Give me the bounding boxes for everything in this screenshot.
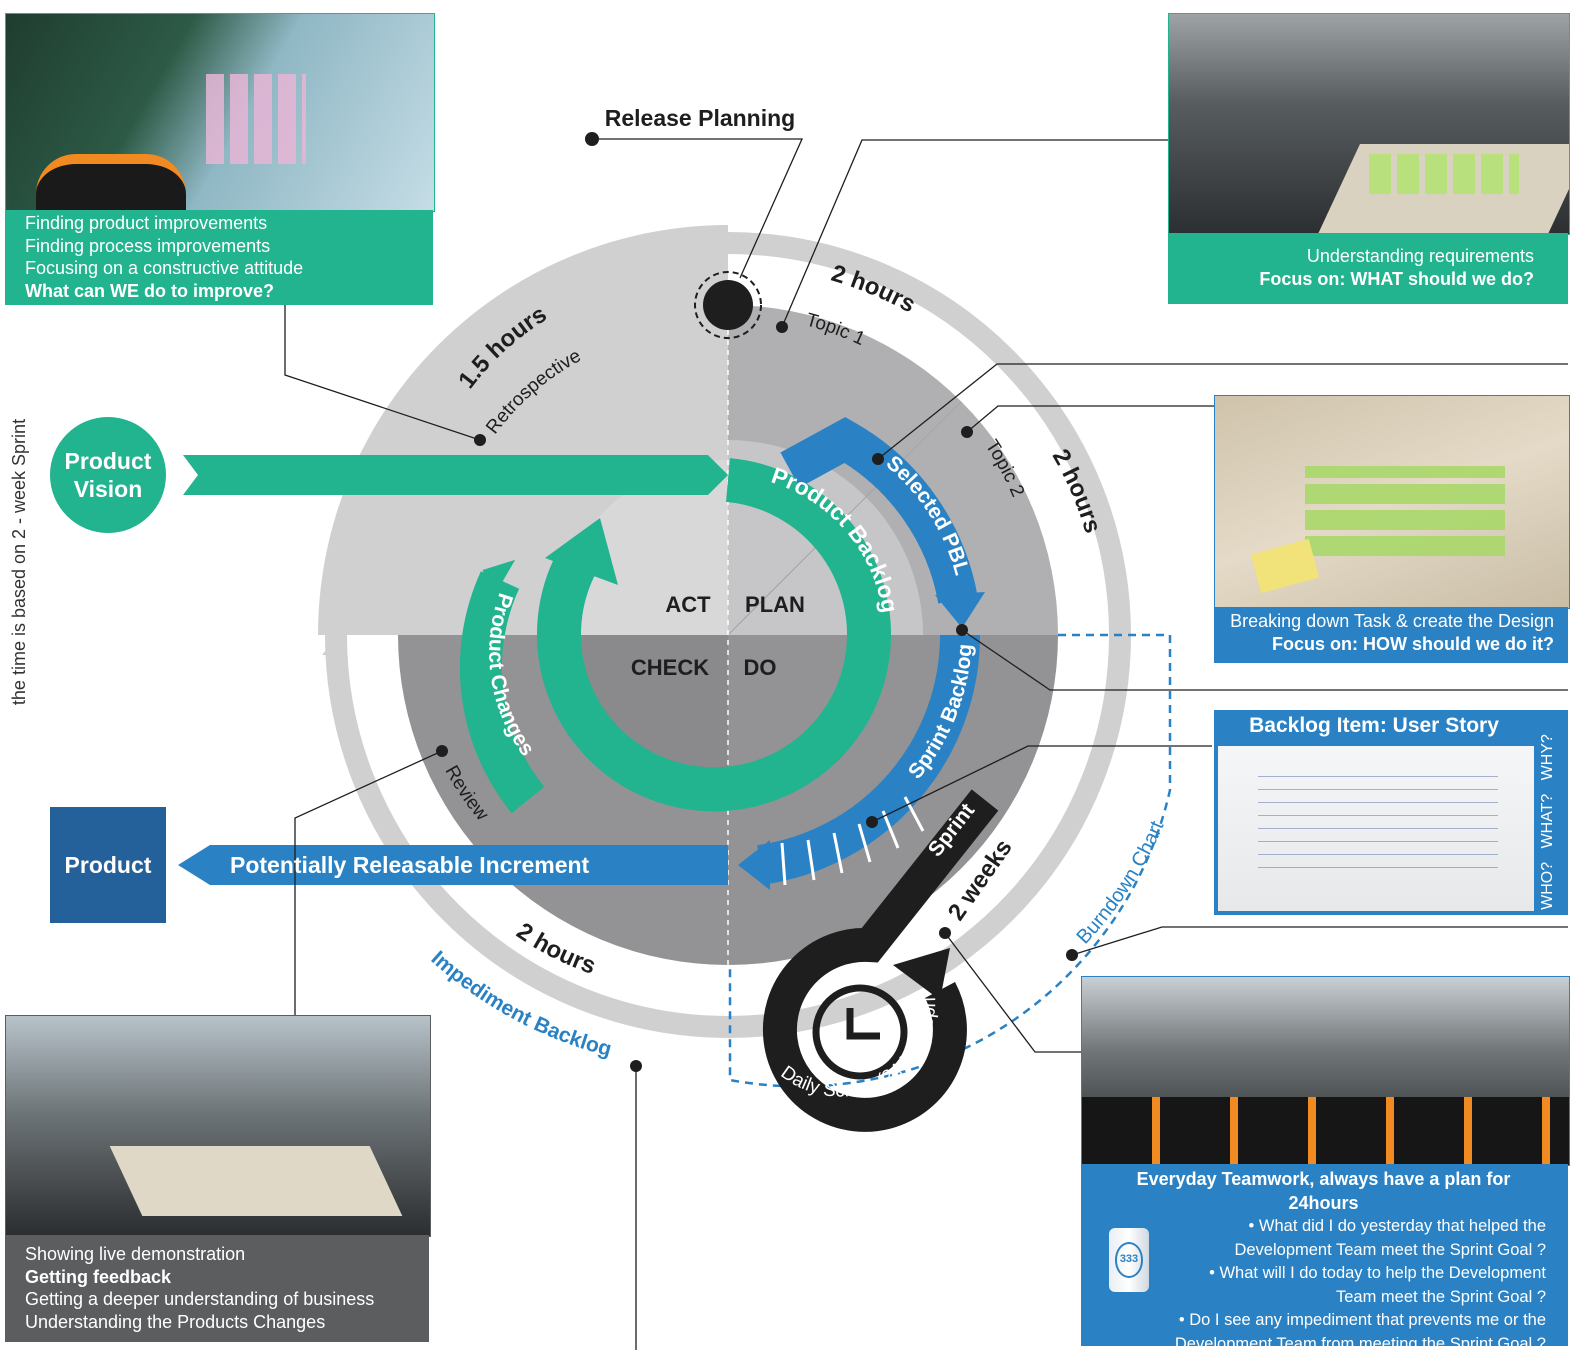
daily-q1b: Development Team meet the Sprint Goal ?	[1234, 1240, 1546, 1259]
sprint-loop-arrow-head	[893, 948, 950, 1000]
daily-q3a: • Do I see any impediment that prevents …	[1178, 1311, 1546, 1329]
daily-title: Everyday Teamwork, always have a plan fo…	[1136, 1169, 1511, 1213]
person-shirt	[36, 154, 186, 211]
team-shirts	[1082, 1097, 1569, 1165]
topic1-photo	[1168, 13, 1570, 235]
selected-pbl-arrow-head	[935, 592, 985, 628]
selected-pbl-arc	[780, 417, 978, 604]
sprint-backlog-arc	[757, 634, 981, 885]
product-box: Product	[50, 807, 166, 923]
meeting-table	[109, 1146, 403, 1216]
topic2-photo	[1214, 395, 1570, 609]
connector-dots	[436, 132, 1078, 1072]
yellow-card	[1250, 538, 1320, 594]
product-vision-arrow	[183, 455, 728, 495]
handwriting-lines	[1258, 764, 1498, 874]
daily-card: Everyday Teamwork, always have a plan fo…	[1081, 1164, 1568, 1353]
review-line4: Understanding the Products Changes	[25, 1311, 326, 1332]
release-planning-label: Release Planning	[605, 105, 795, 131]
topic2-line2: Focus on: HOW should we do it?	[1272, 633, 1554, 654]
daily-photo	[1081, 976, 1570, 1166]
clock-icon	[812, 984, 908, 1080]
product-vision-line2: Vision	[73, 476, 143, 502]
increment-label: Potentially Releasable Increment	[230, 852, 590, 878]
product-changes-arrow-head	[482, 559, 516, 601]
product-backlog-arrow-head	[545, 518, 618, 585]
product-vision-line1: Product	[64, 448, 152, 474]
product-vision-badge: Product Vision	[50, 417, 166, 533]
sticky-notes	[206, 74, 306, 164]
check-label: CHECK	[631, 655, 709, 680]
plan-label: PLAN	[745, 592, 805, 617]
green-cards	[1369, 154, 1519, 194]
user-story-title: Backlog Item: User Story	[1249, 714, 1499, 737]
topic1-line1: Understanding requirements	[1306, 246, 1534, 266]
review-line2: Getting feedback	[25, 1266, 172, 1287]
retro-line4: What can WE do to improve?	[25, 280, 275, 301]
retro-card: Finding product improvements Finding pro…	[5, 210, 433, 305]
increment-arrow	[178, 845, 728, 885]
sprint-backlog-ticks	[780, 796, 925, 886]
review-photo	[5, 1015, 431, 1237]
daily-q2a: • What will I do today to help the Devel…	[1209, 1264, 1546, 1282]
topic1-card: Understanding requirements Focus on: WHA…	[1168, 233, 1568, 304]
act-center	[553, 460, 728, 635]
outer-ring-arrow-head	[322, 640, 346, 655]
review-line1: Showing live demonstration	[25, 1244, 246, 1264]
review-card: Showing live demonstration Getting feedb…	[5, 1235, 429, 1342]
release-marker	[703, 280, 753, 330]
task-cards	[1305, 466, 1505, 556]
topic1-line2: Focus on: WHAT should we do?	[1259, 268, 1534, 289]
beer-can-icon: 333	[1109, 1228, 1149, 1292]
beer-can-label: 333	[1114, 1242, 1144, 1278]
retro-line3: Focusing on a constructive attitude	[25, 258, 304, 278]
retro-line1: Finding product improvements	[25, 213, 268, 233]
sprint-duration-note: the time is based on 2 - week Sprint	[9, 418, 29, 706]
user-story-card: Backlog Item: User Story WHO? WHAT? WHY?	[1214, 710, 1568, 915]
review-line3: Getting a deeper understanding of busine…	[25, 1289, 375, 1309]
act-label: ACT	[665, 592, 711, 617]
retro-photo	[5, 13, 435, 212]
user-story-note	[1218, 746, 1534, 911]
daily-q3b: Development Team from meeting the Sprint…	[1174, 1334, 1546, 1353]
sprint-loop	[762, 789, 999, 1132]
sprint-backlog-arrow-head	[738, 840, 770, 890]
product-backlog-arc	[537, 458, 891, 812]
connector-lines	[284, 138, 1568, 1350]
do-label: DO	[744, 655, 777, 680]
retro-line2: Finding process improvements	[25, 235, 271, 256]
daily-q1a: • What did I do yesterday that helped th…	[1248, 1217, 1546, 1235]
clock-hands	[846, 1008, 880, 1040]
topic2-line1: Breaking down Task & create the Design	[1230, 611, 1554, 631]
daily-q2b: Team meet the Sprint Goal ?	[1335, 1287, 1546, 1306]
user-story-side: WHO? WHAT? WHY?	[1539, 734, 1556, 910]
release-marker-outline	[694, 271, 762, 339]
topic2-card: Breaking down Task & create the Design F…	[1214, 607, 1568, 663]
product-changes-arc	[459, 571, 545, 814]
